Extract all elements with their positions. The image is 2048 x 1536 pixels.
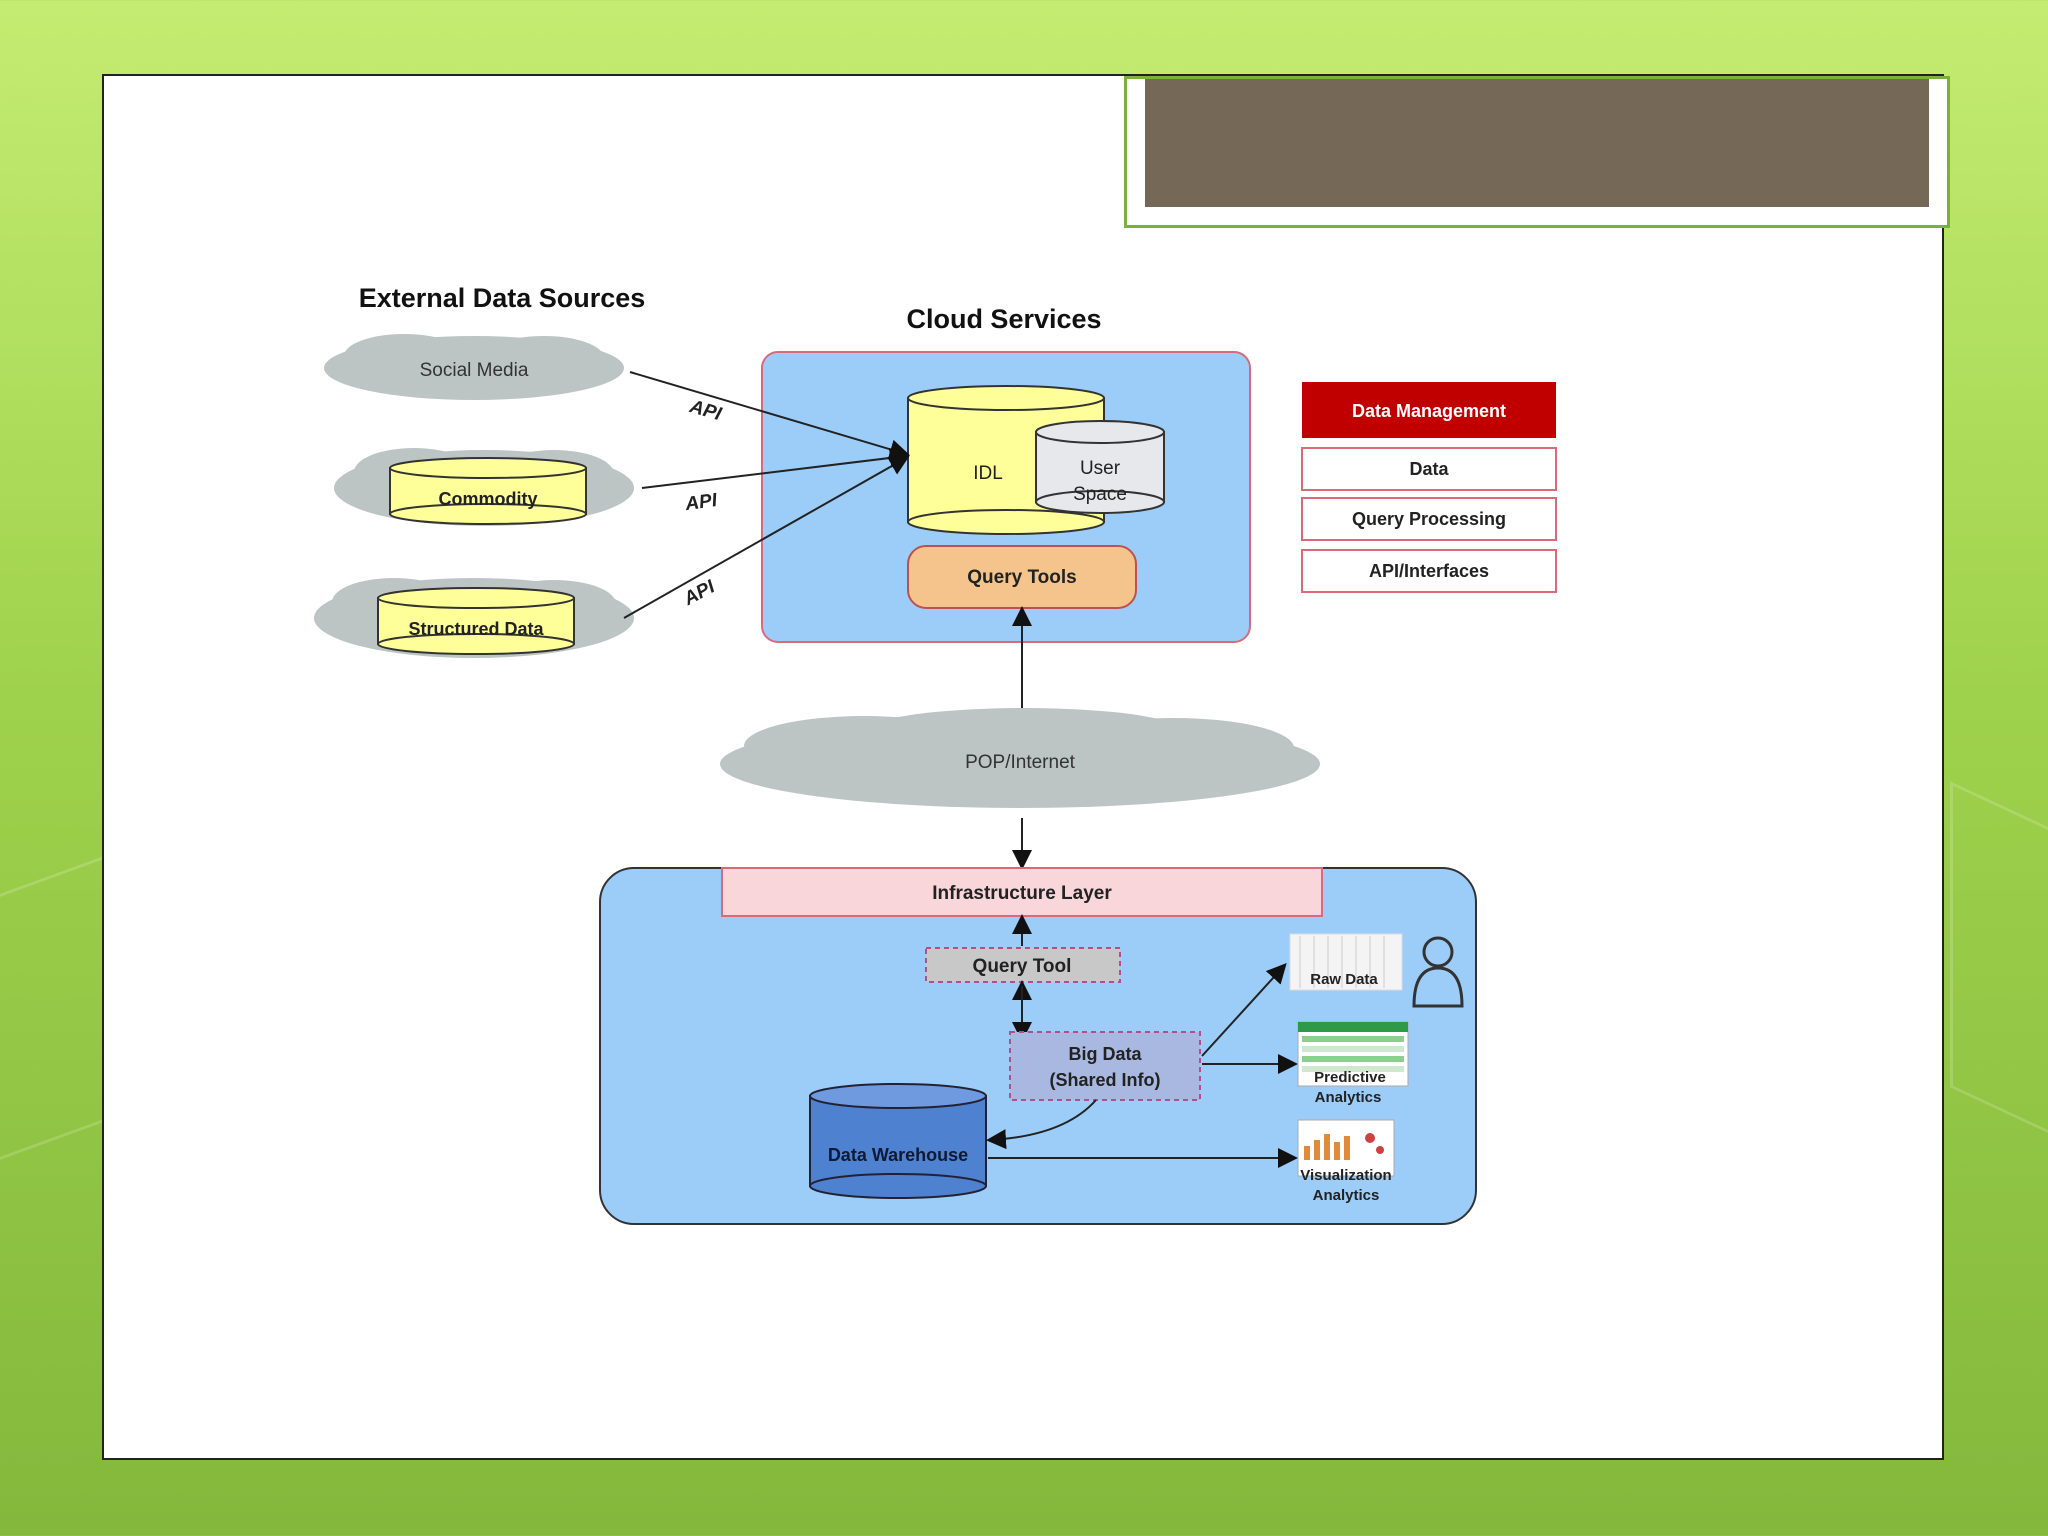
api-arrow-social — [629, 371, 910, 460]
arrow-big-data-to-warehouse — [986, 1099, 1097, 1150]
pop-internet-cloud: POP/Internet — [720, 708, 1320, 808]
data-warehouse-cylinder: Data Warehouse — [809, 1083, 987, 1199]
arrow-big-data-to-raw-data — [1201, 963, 1287, 1057]
big-data-label-line1: Big Data — [1068, 1044, 1142, 1064]
predictive-label-line2: Analytics — [1315, 1089, 1382, 1106]
external-data-sources-title: External Data Sources — [359, 283, 646, 313]
background-facet — [0, 851, 116, 1175]
infrastructure-layer-label: Infrastructure Layer — [932, 883, 1112, 904]
user-person-icon — [1412, 936, 1464, 1008]
infrastructure-layer-box — [721, 867, 1323, 917]
legend-item-api-interfaces-label: API/Interfaces — [1369, 561, 1489, 581]
big-data-label-line2: (Shared Info) — [1050, 1070, 1161, 1090]
big-data-box — [1009, 1031, 1201, 1101]
query-tool-label: Query Tool — [973, 956, 1072, 977]
user-space-cylinder: User Space — [1035, 420, 1165, 514]
raw-data-label: Raw Data — [1310, 971, 1378, 988]
cloud-services-title: Cloud Services — [906, 304, 1101, 334]
predictive-label-line1: Predictive — [1314, 1069, 1386, 1086]
title-fill — [1145, 79, 1929, 207]
visualization-label-line2: Analytics — [1313, 1187, 1380, 1204]
structured-data-label: Structured Data — [408, 619, 544, 639]
social-media-label: Social Media — [420, 360, 529, 381]
user-space-label-line2: Space — [1073, 484, 1127, 505]
legend-item-query-processing-label: Query Processing — [1352, 509, 1506, 529]
api-label-1: API — [686, 396, 724, 425]
user-space-label-line1: User — [1080, 458, 1121, 479]
legend-header-label: Data Management — [1352, 401, 1506, 421]
social-media-cloud: Social Media — [324, 334, 624, 400]
pop-internet-label: POP/Internet — [965, 752, 1076, 773]
predictive-analytics-thumbnail: Predictive Analytics — [1297, 1021, 1409, 1106]
architecture-diagram: External Data Sources Cloud Services Soc… — [314, 283, 1557, 1225]
structured-data-cylinder: Structured Data — [377, 587, 575, 655]
api-arrow-commodity — [641, 447, 910, 489]
slide-title-placeholder — [1124, 76, 1950, 228]
slide-canvas: External Data Sources Cloud Services Soc… — [102, 74, 1950, 1460]
legend-item-data-label: Data — [1409, 459, 1449, 479]
raw-data-thumbnail: Raw Data — [1289, 933, 1403, 991]
legend-item-api-interfaces-box — [1301, 549, 1557, 593]
api-arrow-structured — [623, 456, 910, 619]
visualization-analytics-thumbnail: Visualization Analytics — [1297, 1119, 1395, 1204]
commodity-label: Commodity — [439, 489, 538, 509]
data-warehouse-label: Data Warehouse — [828, 1145, 968, 1165]
visualization-label-line1: Visualization — [1300, 1167, 1391, 1184]
legend-item-query-processing-box — [1301, 497, 1557, 541]
api-label-2: API — [683, 490, 719, 515]
commodity-cylinder: Commodity — [389, 457, 587, 525]
background-facet — [1950, 781, 2048, 1165]
api-label-3: API — [680, 576, 719, 610]
legend-item-data-box — [1301, 447, 1557, 491]
idl-label: IDL — [973, 463, 1003, 484]
query-tools-label: Query Tools — [967, 567, 1076, 588]
legend-header-box — [1302, 382, 1556, 438]
